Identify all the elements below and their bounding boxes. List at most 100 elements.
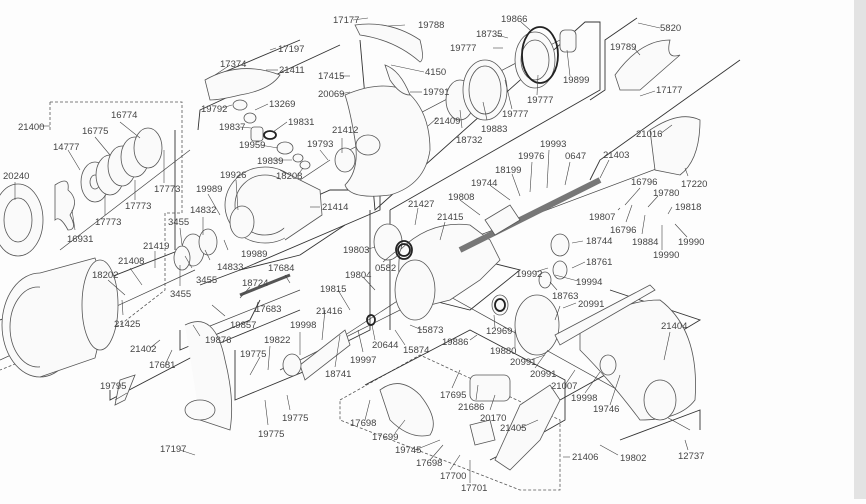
part-label: 19831 <box>288 117 314 128</box>
part-label: 19775 <box>282 413 308 424</box>
part-label: 17684 <box>268 263 294 274</box>
part-label: 17695 <box>440 390 466 401</box>
part-label: 19791 <box>423 87 449 98</box>
handle-kit-frame <box>339 354 561 491</box>
part-label: 19808 <box>448 192 474 203</box>
part-label: 17699 <box>372 432 398 443</box>
part-label: 16796 <box>610 225 636 236</box>
part-label: 20991 <box>530 369 556 380</box>
part-label: 21425 <box>114 319 140 330</box>
part-label: 19899 <box>563 75 589 86</box>
part-label: 14777 <box>53 142 79 153</box>
part-labels: 17177 19788 19866 5820 17197 17374 21411… <box>3 14 707 494</box>
part-label: 19745 <box>395 445 421 456</box>
part-label: 19857 <box>230 320 256 331</box>
part-label: 19807 <box>589 212 615 223</box>
part-label: 21408 <box>118 256 144 267</box>
part-label: 21419 <box>143 241 169 252</box>
part-label: 19822 <box>264 335 290 346</box>
part-label: 19998 <box>290 320 316 331</box>
part-label: 12969 <box>486 326 512 337</box>
part-label: 19989 <box>196 184 222 195</box>
part-label: 18199 <box>495 165 521 176</box>
part-label: 20991 <box>510 357 536 368</box>
part-label: 5820 <box>660 23 681 34</box>
part-label: 20240 <box>3 171 29 182</box>
part-label: 19775 <box>258 429 284 440</box>
part-label: 19804 <box>345 270 371 281</box>
part-label: 17701 <box>461 483 487 494</box>
part-label: 17773 <box>125 201 151 212</box>
part-label: 21016 <box>636 129 662 140</box>
part-label: 19788 <box>418 20 444 31</box>
part-label: 19775 <box>240 349 266 360</box>
part-label: 20069 <box>318 89 344 100</box>
part-label: 17683 <box>255 304 281 315</box>
part-label: 17197 <box>160 444 186 455</box>
handle-arm <box>494 384 561 471</box>
part-label: 19837 <box>219 122 245 133</box>
part-label: 19746 <box>593 404 619 415</box>
part-label: 19990 <box>653 250 679 261</box>
part-label: 17773 <box>95 217 121 228</box>
part-label: 18202 <box>92 270 118 281</box>
part-label: 21411 <box>279 65 305 76</box>
rear-cap <box>649 116 701 176</box>
part-label: 21405 <box>500 423 526 434</box>
part-label: 17773 <box>154 184 180 195</box>
part-label: 18724 <box>242 278 268 289</box>
bail-wire <box>184 321 233 431</box>
part-label: 20170 <box>480 413 506 424</box>
part-label: 3455 <box>170 289 191 300</box>
part-label: 19803 <box>343 245 369 256</box>
part-label: 0582 <box>375 263 396 274</box>
part-label: 12737 <box>678 451 704 462</box>
part-label: 21007 <box>551 381 577 392</box>
part-label: 14832 <box>190 205 216 216</box>
part-label: 19989 <box>241 249 267 260</box>
part-label: 19789 <box>610 42 636 53</box>
part-label: 17700 <box>440 471 466 482</box>
part-label: 17220 <box>681 179 707 190</box>
bail-arm-lever <box>204 68 281 101</box>
part-label: 21404 <box>661 321 687 332</box>
part-label: 18732 <box>456 135 482 146</box>
part-label: 21403 <box>603 150 629 161</box>
part-label: 19876 <box>205 335 231 346</box>
part-label: 21686 <box>458 402 484 413</box>
part-label: 19976 <box>518 151 544 162</box>
part-label: 18735 <box>476 29 502 40</box>
part-label: 17698 <box>350 418 376 429</box>
part-label: 17197 <box>278 44 304 55</box>
vertical-scrollbar[interactable] <box>854 0 866 499</box>
part-label: 19866 <box>501 14 527 25</box>
part-label: 19992 <box>516 269 542 280</box>
part-label: 14833 <box>217 262 243 273</box>
part-label: 21427 <box>408 199 434 210</box>
part-label: 21416 <box>316 306 342 317</box>
part-label: 19959 <box>239 140 265 151</box>
part-label: 20644 <box>372 340 398 351</box>
part-label: 15873 <box>417 325 443 336</box>
part-label: 19795 <box>100 381 126 392</box>
part-label: 19993 <box>540 139 566 150</box>
part-label: 17177 <box>333 15 359 26</box>
part-label: 13269 <box>269 99 295 110</box>
part-label: 4150 <box>425 67 446 78</box>
part-label: 19839 <box>257 156 283 167</box>
part-label: 20991 <box>578 299 604 310</box>
part-label: 18763 <box>552 291 578 302</box>
part-label: 19777 <box>527 95 553 106</box>
exploded-parts-diagram: 17177 19788 19866 5820 17197 17374 21411… <box>0 14 741 494</box>
part-label: 19997 <box>350 355 376 366</box>
part-label: 16931 <box>67 234 93 245</box>
part-label: 19744 <box>471 178 497 189</box>
parts <box>0 23 701 471</box>
leader-lines <box>14 17 689 483</box>
part-label: 19777 <box>502 109 528 120</box>
handle-knob <box>379 383 434 437</box>
part-label: 17177 <box>656 85 682 96</box>
main-gear <box>514 294 560 356</box>
part-label: 19780 <box>653 188 679 199</box>
part-label: 17681 <box>149 360 175 371</box>
